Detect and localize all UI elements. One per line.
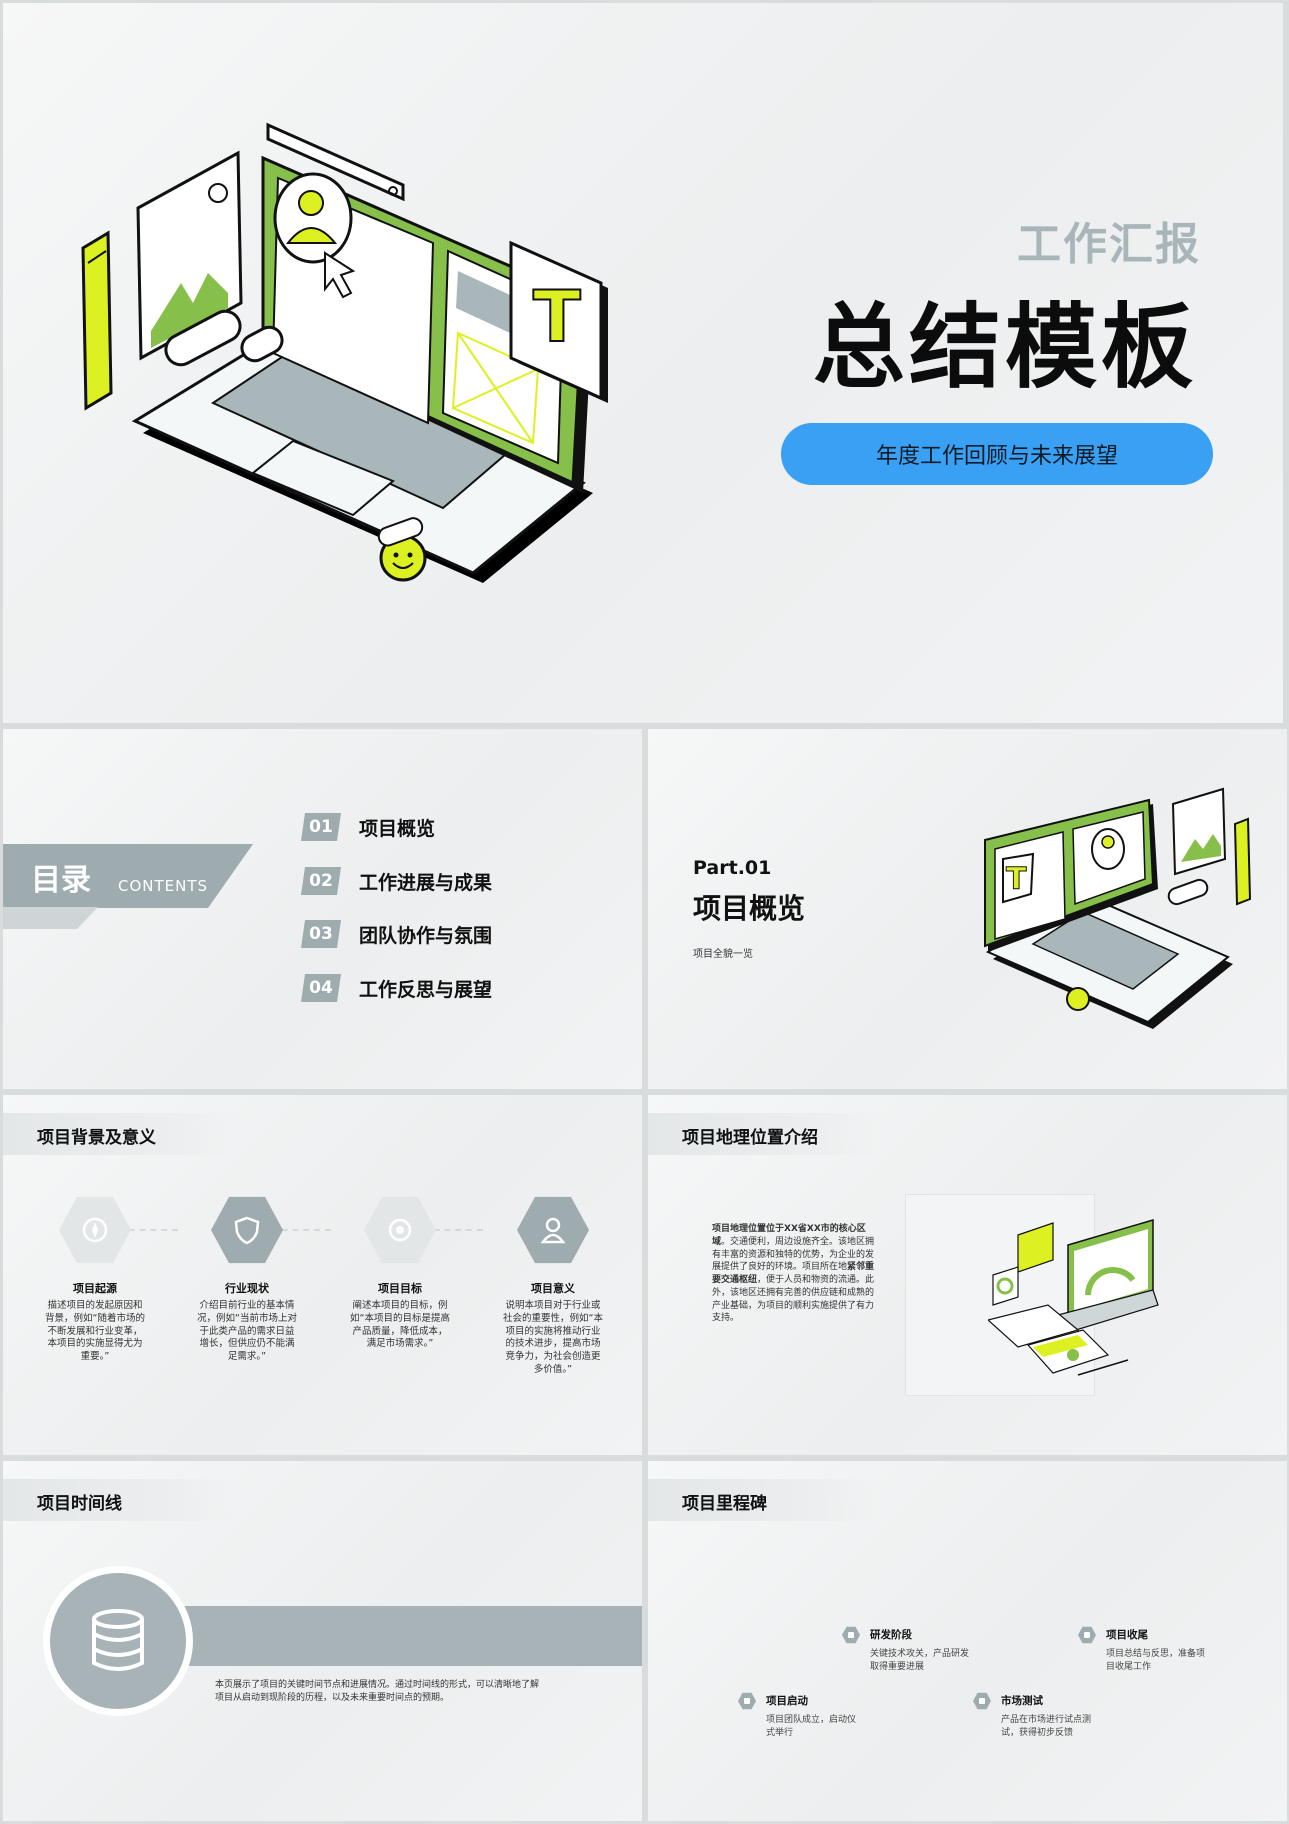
- slide-part-01[interactable]: Part.01 项目概览 项目全貌一览 T: [648, 729, 1287, 1089]
- connector: [118, 1229, 178, 1231]
- milestone-title: 项目启动: [766, 1695, 808, 1707]
- toc-ribbon: [3, 844, 253, 908]
- section-band: [648, 1113, 878, 1155]
- geo-body-2: ，便于人员和物资的流通。此外，该地区还拥有完善的供应链和成熟的产业基础，为项目的…: [712, 1275, 875, 1324]
- bg-item-title: 行业现状: [225, 1282, 269, 1295]
- svg-text:T: T: [1006, 862, 1027, 897]
- toc-item-3[interactable]: 03 团队协作与氛围: [301, 920, 492, 948]
- slide-toc[interactable]: 目录 CONTENTS 01 项目概览 02 工作进展与成果 03 团队协作与氛…: [3, 729, 642, 1089]
- milestone-desc: 产品在市场进行试点测试，获得初步反馈: [1001, 1715, 1092, 1738]
- milestone-item[interactable]: 研发阶段 关键技术攻关，产品研发取得重要进展: [842, 1626, 972, 1673]
- milestone-icon: [1078, 1626, 1096, 1644]
- toc-label: 工作进展与成果: [359, 871, 493, 894]
- toc-num: 04: [301, 974, 341, 1002]
- toc-label: 工作反思与展望: [359, 978, 493, 1001]
- milestone-icon: [842, 1626, 860, 1644]
- milestone-title: 市场测试: [1001, 1695, 1043, 1707]
- part-subtitle: 项目全貌一览: [693, 949, 753, 960]
- section-title: 项目地理位置介绍: [682, 1128, 818, 1148]
- slide-cover[interactable]: T 工作汇报 总结模板 年度工作回顾与未来展望: [3, 3, 1283, 723]
- milestone-item[interactable]: 项目收尾 项目总结与反思，准备项目收尾工作: [1078, 1626, 1208, 1673]
- milestone-icon: [973, 1692, 991, 1710]
- milestone-item[interactable]: 项目启动 项目团队成立，启动仪式举行: [738, 1692, 858, 1739]
- laptop-illustration-small: T: [984, 787, 1252, 1029]
- toc-num: 03: [301, 920, 341, 948]
- cover-title: 总结模板: [812, 294, 1197, 401]
- section-title: 项目里程碑: [682, 1494, 767, 1514]
- milestone-desc: 项目总结与反思，准备项目收尾工作: [1106, 1649, 1206, 1672]
- slide-geo[interactable]: 项目地理位置介绍 项目地理位置位于XX省XX市的核心区域。交通便利，周边设施齐全…: [648, 1095, 1287, 1455]
- cover-pill-button[interactable]: 年度工作回顾与未来展望: [781, 423, 1213, 485]
- toc-label: 团队协作与氛围: [359, 924, 493, 947]
- bg-item-desc: 介绍目前行业的基本情况，例如“当前市场上对于此类产品的需求日益增长，但供应仍不能…: [197, 1300, 297, 1363]
- milestone-item[interactable]: 市场测试 产品在市场进行试点测试，获得初步反馈: [973, 1692, 1103, 1739]
- connector: [271, 1229, 331, 1231]
- toc-label: 项目概览: [359, 817, 436, 840]
- milestone-desc: 项目团队成立，启动仪式举行: [766, 1715, 857, 1738]
- bg-item-title: 项目起源: [73, 1282, 117, 1295]
- toc-item-1[interactable]: 01 项目概览: [301, 813, 435, 841]
- target-icon: [364, 1196, 436, 1264]
- timeline-bar: [163, 1606, 642, 1666]
- toc-subtitle: CONTENTS: [118, 877, 209, 895]
- toc-title: 目录: [31, 863, 91, 898]
- laptop-illustration: T: [81, 122, 608, 583]
- bg-item-desc: 描述项目的发起原因和背景，例如“随着市场的不断发展和行业变革，本项目的实施显得尤…: [45, 1300, 145, 1363]
- svg-text:T: T: [533, 276, 581, 358]
- milestone-icon: [738, 1692, 756, 1710]
- cover-subtitle: 工作汇报: [1017, 219, 1201, 270]
- toc-item-4[interactable]: 04 工作反思与展望: [301, 974, 492, 1002]
- connector: [423, 1229, 483, 1231]
- toc-num: 01: [301, 813, 341, 841]
- geo-body-1: 。交通便利，周边设施齐全。该地区拥有丰富的资源和独特的优势，为企业的发展提供了良…: [712, 1236, 875, 1273]
- shield-icon: [211, 1196, 283, 1264]
- milestone-desc: 关键技术攻关，产品研发取得重要进展: [870, 1649, 970, 1672]
- geo-bold-2: 紧邻重要交通枢纽: [712, 1262, 875, 1286]
- section-title: 项目时间线: [37, 1494, 122, 1514]
- dashboard-illustration: [988, 1218, 1159, 1376]
- section-band: [3, 1113, 233, 1155]
- bg-item-desc: 说明本项目对于行业或社会的重要性，例如“本项目的实施将推动行业的技术进步，提高市…: [503, 1300, 603, 1376]
- toc-item-2[interactable]: 02 工作进展与成果: [301, 867, 492, 895]
- section-band: [648, 1479, 878, 1521]
- geo-lead: 项目地理位置位于XX省XX市的核心区域: [712, 1224, 866, 1247]
- part-title: 项目概览: [693, 892, 806, 925]
- section-band: [3, 1479, 233, 1521]
- section-title: 项目背景及意义: [37, 1128, 156, 1148]
- bg-item-title: 项目意义: [531, 1282, 575, 1295]
- slide-timeline[interactable]: 项目时间线 本页展示了项目的关键时间节点和进展情况。通过时间线的形式，可以清晰地…: [3, 1461, 642, 1821]
- part-label: Part.01: [693, 857, 772, 879]
- toc-num: 02: [301, 867, 341, 895]
- timeline-description: 本页展示了项目的关键时间节点和进展情况。通过时间线的形式，可以清晰地了解项目从启…: [215, 1680, 540, 1704]
- toc-ribbon-shadow: [3, 907, 98, 929]
- database-icon: [43, 1566, 193, 1716]
- milestone-title: 研发阶段: [870, 1629, 912, 1641]
- bg-item-title: 项目目标: [378, 1282, 422, 1295]
- slide-background[interactable]: 项目背景及意义 项目起源 描述项目的发起原因和背景，例如“随着市场的不断发展和行…: [3, 1095, 642, 1455]
- user-icon: [517, 1196, 589, 1264]
- slide-milestones[interactable]: 项目里程碑 研发阶段 关键技术攻关，产品研发取得重要进展 项目收尾 项目总结与反…: [648, 1461, 1287, 1821]
- geo-description: 项目地理位置位于XX省XX市的核心区域。交通便利，周边设施齐全。该地区拥有丰富的…: [712, 1223, 878, 1325]
- milestone-title: 项目收尾: [1106, 1629, 1148, 1641]
- bg-item-desc: 阐述本项目的目标，例如“本项目的目标是提高产品质量，降低成本，满足市场需求。”: [350, 1300, 450, 1350]
- compass-icon: [59, 1196, 131, 1264]
